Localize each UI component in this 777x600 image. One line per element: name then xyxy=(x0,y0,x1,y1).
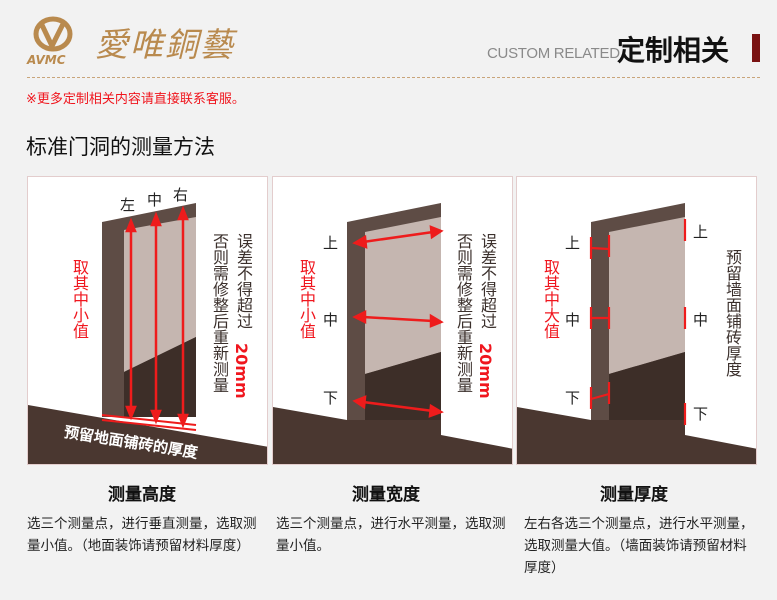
caption-thickness: 测量厚度 xyxy=(600,485,668,505)
label-right: 右 xyxy=(173,186,189,204)
contact-notice: ※更多定制相关内容请直接联系客服。 xyxy=(26,92,245,107)
caption-height: 测量高度 xyxy=(108,485,176,505)
description-width: 选三个测量点，进行水平测量，选取测量小值。 xyxy=(276,516,506,554)
thickness-measure-diagram: 上 中 下 上 中 下 取其中大值 预留墙面铺砖厚度 xyxy=(516,176,757,465)
label-middle: 中 xyxy=(147,191,163,209)
caption-width: 测量宽度 xyxy=(352,485,420,505)
brand-name: 愛唯銅藝 xyxy=(95,25,235,64)
label-bottom-right: 下 xyxy=(693,405,709,423)
warning-line1: 误差不得超过 xyxy=(478,233,497,329)
height-measure-diagram: 左 中 右 取其中小值 误差不得超过 20mm 否则需修整后重新测量 预留地面铺… xyxy=(27,176,268,465)
label-top: 上 xyxy=(323,234,339,252)
description-height: 选三个测量点，进行垂直测量，选取测量小值。（地面装饰请预留材料厚度） xyxy=(27,516,257,554)
page-title: 标准门洞的测量方法 xyxy=(26,135,215,159)
avmc-logo: AVMC xyxy=(26,16,73,66)
svg-text:AVMC: AVMC xyxy=(26,53,66,66)
description-thickness: 左右各选三个测量点，进行水平测量，选取测量大值。（墙面装饰请预留材料厚度） xyxy=(524,516,754,576)
label-left: 左 xyxy=(120,196,136,214)
warning-line1: 误差不得超过 xyxy=(234,233,253,329)
label-middle-left: 中 xyxy=(565,311,581,329)
label-top-left: 上 xyxy=(565,234,581,252)
width-measure-diagram: 上 中 下 取其中小值 误差不得超过 20mm 否则需修整后重新测量 xyxy=(272,176,513,465)
label-bottom: 下 xyxy=(323,389,339,407)
dashed-divider xyxy=(27,77,760,78)
take-min-note: 取其中小值 xyxy=(70,259,89,339)
warning-value: 20mm xyxy=(476,343,495,399)
section-title-en: CUSTOM RELATED xyxy=(487,45,620,62)
label-middle: 中 xyxy=(323,311,339,329)
wall-note: 预留墙面铺砖厚度 xyxy=(723,249,742,377)
take-min-note: 取其中小值 xyxy=(297,259,316,339)
accent-bar xyxy=(752,34,760,62)
label-top-right: 上 xyxy=(693,223,709,241)
section-title-cn: 定制相关 xyxy=(617,34,730,67)
take-max-note: 取其中大值 xyxy=(541,259,560,339)
warning-line2: 否则需修整后重新测量 xyxy=(210,233,229,393)
label-bottom-left: 下 xyxy=(565,389,581,407)
warning-line2: 否则需修整后重新测量 xyxy=(454,233,473,393)
warning-value: 20mm xyxy=(232,343,251,399)
label-middle-right: 中 xyxy=(693,311,709,329)
